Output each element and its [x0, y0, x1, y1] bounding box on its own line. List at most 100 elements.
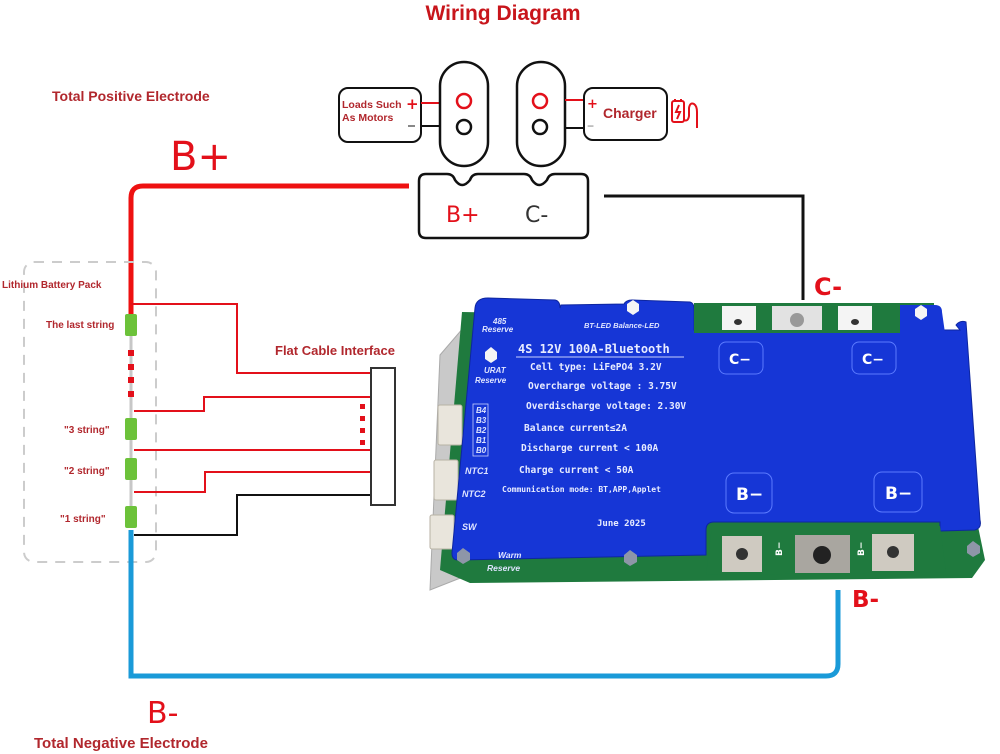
pcb-b-minus-mark: B−: [775, 542, 785, 556]
c-minus-terminal-label-box: [718, 341, 764, 375]
c-minus-terminal-pad: [838, 306, 872, 330]
diagram-title: Wiring Diagram: [426, 2, 581, 25]
balance-pins-box: [472, 403, 489, 457]
loads-plus-sign: +: [406, 95, 419, 113]
c-minus-wire: [604, 194, 805, 300]
balance-wire-1: [134, 494, 372, 536]
total-positive-label: Total Positive Electrode: [52, 88, 210, 104]
urat-line1: URAT: [484, 366, 507, 375]
port-b-plus-label: B+: [446, 203, 480, 228]
balance-pin-label: B3: [476, 416, 487, 425]
mounting-screw: [624, 550, 637, 566]
warm-reserve-line2: Reserve: [487, 563, 520, 573]
mounting-screw: [967, 541, 980, 557]
charger-plus-sign: +: [587, 97, 598, 112]
spec-line: Balance current≤2A: [524, 423, 627, 434]
c-minus-terminal-pad: [722, 306, 756, 330]
ntc1-label: NTC1: [465, 466, 489, 476]
negative-main-wire: [128, 530, 841, 679]
balance-wire-4: [134, 396, 372, 412]
b-minus-terminal-label-box: [873, 471, 923, 513]
terminal-hole: [736, 548, 748, 560]
cell-label: The last string: [46, 320, 114, 331]
board-heading: 4S 12V 100A-Bluetooth: [518, 342, 670, 356]
connector-assembly: Loads Such As Motors + + − Charger B+: [338, 60, 698, 240]
mounting-screw: [457, 548, 470, 564]
board-cover: [451, 297, 981, 561]
terminal-hole: [851, 319, 859, 325]
port-c-minus-label: C-: [525, 203, 548, 228]
right-plug: [515, 60, 567, 168]
b-minus-terminal-label: B−: [885, 484, 912, 504]
flat-cable-dots: [360, 404, 365, 445]
c-minus-wire-label: C-: [814, 273, 842, 301]
balance-pin-label: B2: [476, 426, 487, 435]
bt-led-label: BT-LED Balance-LED: [584, 321, 660, 330]
mounting-hole: [485, 347, 497, 363]
left-plug-positive-pin: [455, 92, 473, 110]
mounting-hole: [627, 300, 639, 315]
terminal-hole: [790, 313, 804, 327]
reserve-485-line2: Reserve: [482, 325, 514, 334]
board-cover-right-tab: [900, 305, 946, 340]
spec-line: Discharge current < 100A: [521, 443, 659, 454]
balance-pin-label: B0: [476, 446, 487, 455]
spec-line: Cell type: LiFePO4 3.2V: [530, 362, 662, 373]
warm-reserve-line1: Warm: [498, 550, 522, 560]
terminal-hole: [887, 546, 899, 558]
loads-label-line2: As Motors: [342, 112, 393, 124]
flat-cable-label: Flat Cable Interface: [275, 343, 395, 358]
spec-line: Overdischarge voltage: 2.30V: [526, 401, 686, 412]
balance-wire-2: [134, 471, 372, 493]
right-plug-negative-pin: [531, 118, 549, 136]
loads-box: [338, 87, 422, 143]
side-connectors: [429, 404, 463, 550]
spec-line: Overcharge voltage : 3.75V: [528, 381, 677, 392]
right-plug-positive-pin: [531, 92, 549, 110]
b-plus-big-label: B+: [170, 134, 231, 180]
reserve-485-line1: 485: [492, 317, 507, 326]
mounting-hole: [915, 305, 927, 320]
battery-cell: "2 string": [64, 458, 137, 480]
terminal-hole: [813, 546, 831, 564]
charger-minus-sign: −: [587, 119, 594, 133]
charger-plug-icon: [671, 99, 698, 128]
total-negative-label: Total Negative Electrode: [34, 735, 208, 752]
c-minus-terminal-label-box: [851, 341, 897, 375]
balance-pin-label: B4: [476, 406, 487, 415]
ntc2-label: NTC2: [462, 489, 486, 499]
charger-box: [583, 87, 668, 141]
positive-main-wire: [128, 183, 409, 318]
loads-label-line1: Loads Such: [342, 99, 402, 111]
spec-line: Charge current < 50A: [519, 465, 634, 476]
battery-pack-label: Lithium Battery Pack: [2, 280, 102, 291]
b-minus-terminal-label: B−: [736, 485, 763, 505]
flat-cable-connector: [370, 367, 396, 506]
charger-label: Charger: [603, 105, 657, 121]
omitted-cells-dots: [128, 350, 134, 397]
c-minus-terminal-label: C−: [862, 352, 884, 368]
battery-cell: "1 string": [60, 506, 137, 528]
b-minus-big-label: B-: [147, 696, 178, 731]
balance-wire-last: [131, 303, 372, 374]
terminal-hole: [734, 319, 742, 325]
left-plug: [438, 60, 490, 168]
board-date: June 2025: [597, 519, 646, 529]
bms-board: B− B− 485 Reserve BT-LED Balance-LED 4S …: [429, 297, 985, 591]
urat-line2: Reserve: [475, 376, 507, 385]
cell-label: "2 string": [64, 466, 110, 477]
b-minus-wire-label: B-: [852, 587, 879, 613]
pcb-b-minus-mark: B−: [857, 542, 867, 556]
battery-cell: The last string: [46, 314, 137, 336]
battery-pack-enclosure: [23, 261, 157, 563]
cell-label: "1 string": [60, 514, 106, 525]
cell-label: "3 string": [64, 425, 110, 436]
balance-pin-label: B1: [476, 436, 487, 445]
battery-cell: "3 string": [64, 418, 137, 440]
spec-line: Communication mode: BT,APP,Applet: [502, 484, 661, 494]
left-plug-negative-pin: [455, 118, 473, 136]
sw-label: SW: [462, 522, 478, 532]
c-minus-terminal-label: C−: [729, 352, 751, 368]
b-minus-terminal-label-box: [725, 472, 773, 514]
